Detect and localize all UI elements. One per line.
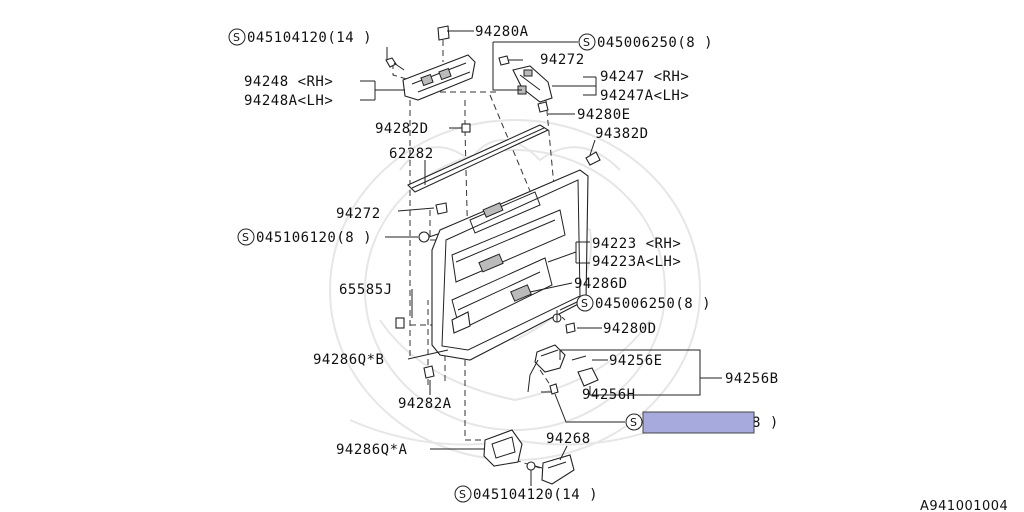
cap-94268 bbox=[541, 454, 575, 485]
screw-code: 045104120(14 ) bbox=[247, 30, 372, 46]
screw-symbol bbox=[625, 413, 643, 431]
weatherstrip-62282 bbox=[407, 124, 550, 193]
clip-94280D bbox=[565, 322, 576, 334]
clip-94282A bbox=[423, 365, 435, 379]
part-label-94382D: 94382D bbox=[595, 126, 649, 142]
part-label-94256H: 94256H bbox=[582, 387, 636, 403]
screw-code: 045006250(8 ) bbox=[597, 35, 713, 51]
label-screw-hidden: S 8 ) bbox=[625, 411, 779, 434]
clip-94382D bbox=[585, 151, 601, 166]
part-label-62282: 62282 bbox=[389, 146, 434, 162]
clip-94280E bbox=[537, 101, 549, 113]
label-screw-top-left: S 045104120(14 ) bbox=[228, 28, 372, 46]
label-screw-top-right: S 045006250(8 ) bbox=[578, 33, 713, 51]
part-label-94282A: 94282A bbox=[398, 396, 452, 412]
part-label-94247: 94247 <RH> bbox=[600, 69, 689, 85]
screw-symbol bbox=[576, 294, 594, 312]
screw-symbol-letter: S bbox=[581, 297, 588, 310]
part-label-94280E: 94280E bbox=[577, 107, 631, 123]
part-label-94223: 94223 <RH> bbox=[592, 236, 681, 252]
clip-94272-mid bbox=[435, 202, 448, 215]
part-label-94286D: 94286D bbox=[574, 276, 628, 292]
label-screw-bottom: S 045104120(14 ) bbox=[454, 485, 598, 503]
part-label-94286QB: 94286Q*B bbox=[313, 352, 384, 368]
clip-94282D bbox=[461, 123, 471, 133]
bracket-94248 bbox=[402, 54, 476, 101]
inner-handle-94256B bbox=[527, 344, 599, 395]
part-label-94223A: 94223A<LH> bbox=[592, 254, 681, 270]
part-label-94247A: 94247A<LH> bbox=[600, 88, 689, 104]
part-label-94268: 94268 bbox=[546, 431, 591, 447]
clip-94272-top bbox=[498, 55, 510, 66]
screw-symbol-letter: S bbox=[459, 488, 466, 501]
part-label-65585J: 65585J bbox=[339, 282, 393, 298]
part-label-94272-top: 94272 bbox=[540, 52, 585, 68]
screw-symbol bbox=[228, 28, 246, 46]
screw-symbol bbox=[454, 485, 472, 503]
screw-symbol-letter: S bbox=[583, 36, 590, 49]
screw-code: 045104120(14 ) bbox=[473, 487, 598, 503]
screw-symbol-letter: S bbox=[242, 231, 249, 244]
clip-94280A bbox=[437, 25, 450, 41]
clip-65585J bbox=[395, 317, 405, 329]
drawing-code: A941001004 bbox=[920, 499, 1008, 512]
part-label-94256B: 94256B bbox=[725, 371, 779, 387]
part-label-94280A: 94280A bbox=[475, 24, 529, 40]
part-label-94248: 94248 <RH> bbox=[244, 74, 333, 90]
screw-mid-left bbox=[418, 231, 439, 243]
part-label-94248A: 94248A<LH> bbox=[244, 93, 333, 109]
screw-bottom bbox=[526, 461, 543, 471]
redacted-highlight-box bbox=[642, 411, 755, 434]
screw-mid-right bbox=[552, 310, 562, 323]
bezel-94286QA bbox=[483, 429, 523, 467]
screw-code: 045106120(8 ) bbox=[256, 230, 372, 246]
part-label-94282D: 94282D bbox=[375, 121, 429, 137]
screw-code-partial: 8 ) bbox=[752, 415, 779, 431]
part-label-94256E: 94256E bbox=[609, 353, 663, 369]
label-screw-mid-left: S 045106120(8 ) bbox=[237, 228, 372, 246]
handle-94247 bbox=[512, 65, 553, 103]
leader-lines bbox=[360, 30, 722, 486]
screw-symbol bbox=[237, 228, 255, 246]
screw-top-left bbox=[385, 57, 405, 71]
label-screw-mid-right: S 045006250(8 ) bbox=[576, 294, 711, 312]
part-label-94272-mid: 94272 bbox=[336, 206, 381, 222]
door-trim-panel-94223 bbox=[431, 169, 589, 361]
part-label-94280D: 94280D bbox=[603, 321, 657, 337]
part-label-94286QA: 94286Q*A bbox=[336, 442, 408, 458]
screw-symbol-letter: S bbox=[233, 31, 240, 44]
screw-code: 045006250(8 ) bbox=[595, 296, 711, 312]
screw-symbol bbox=[578, 33, 596, 51]
screw-symbol-letter: S bbox=[630, 416, 637, 429]
